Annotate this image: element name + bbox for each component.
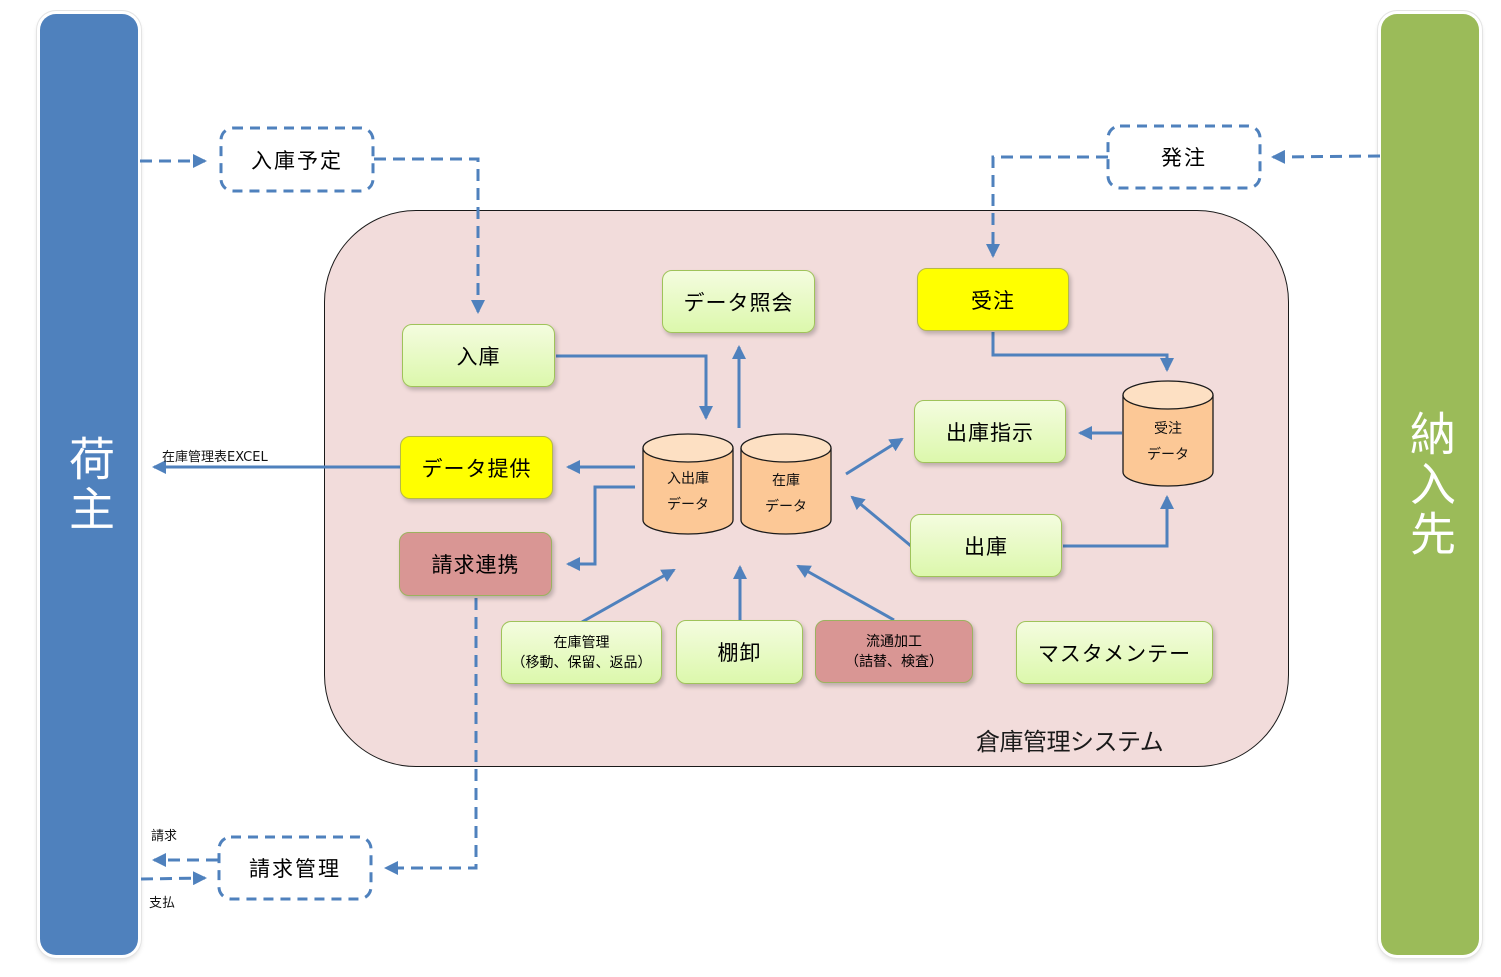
sales-order-label: 受注 bbox=[971, 288, 1015, 313]
shipper-label: 荷主 bbox=[62, 434, 116, 535]
arrow-sales-order-to-order-data bbox=[991, 332, 1174, 372]
stocktaking-node: 棚卸 bbox=[676, 620, 803, 684]
data-inquiry-node: データ照会 bbox=[662, 270, 815, 333]
purchase-order-label: 発注 bbox=[1161, 146, 1207, 170]
arrow-billing-link-to-billing-management bbox=[384, 598, 478, 875]
distribution-processing-label: 流通加工 bbox=[866, 633, 922, 650]
billing-management-box-outline bbox=[217, 835, 373, 901]
inventory-data-label-line1: 在庫 bbox=[772, 473, 800, 489]
receiving-schedule-label: 入庫予定 bbox=[251, 148, 343, 173]
inventory-management-node: 在庫管理 （移動、保留、返品） bbox=[501, 621, 662, 684]
arrow-purchase-order-to-sales-order bbox=[986, 155, 1108, 258]
inventory-management-sublabel: （移動、保留、返品） bbox=[511, 654, 652, 671]
inventory-data-store bbox=[740, 433, 832, 535]
data-provision-node: データ提供 bbox=[400, 436, 553, 499]
order-data-label-line2: データ bbox=[1147, 447, 1189, 463]
data-inquiry-label: データ照会 bbox=[683, 290, 794, 315]
inventory-management-label: 在庫管理 bbox=[553, 634, 610, 651]
receiving-schedule-node: 入庫予定 bbox=[221, 128, 373, 191]
inventory-data-label-line2: データ bbox=[765, 499, 807, 515]
payment-label: 支払 bbox=[149, 896, 176, 911]
excel-export-label: 在庫管理表EXCEL bbox=[162, 450, 268, 465]
distribution-processing-node: 流通加工 （詰替、検査） bbox=[815, 620, 973, 683]
purchase-order-node: 発注 bbox=[1108, 126, 1260, 188]
consignee-lane: 納入先 bbox=[1381, 14, 1479, 955]
in-out-data-label: 入出庫 データ bbox=[643, 466, 733, 518]
stocktaking-label: 棚卸 bbox=[717, 641, 762, 665]
distribution-processing-sublabel: （詰替、検査） bbox=[845, 653, 943, 670]
arrow-inventory-data-to-shipping-instruction bbox=[845, 437, 904, 476]
invoice-label: 請求 bbox=[151, 829, 178, 844]
billing-link-node: 請求連携 bbox=[399, 532, 552, 596]
order-data-label: 受注 データ bbox=[1123, 416, 1213, 468]
arrow-receiving-schedule-to-receiving bbox=[374, 157, 485, 314]
master-maintenance-node: マスタメンテー bbox=[1016, 621, 1213, 684]
billing-link-label: 請求連携 bbox=[431, 553, 520, 577]
purchase-order-box-outline bbox=[1106, 124, 1262, 190]
shipping-instruction-label: 出庫指示 bbox=[946, 420, 1034, 445]
shipping-instruction-node: 出庫指示 bbox=[914, 400, 1066, 463]
master-maintenance-label: マスタメンテー bbox=[1037, 641, 1192, 666]
billing-management-node: 請求管理 bbox=[219, 837, 371, 899]
shipping-node: 出庫 bbox=[910, 514, 1062, 577]
billing-management-label: 請求管理 bbox=[249, 857, 341, 881]
order-data-label-line1: 受注 bbox=[1154, 421, 1182, 437]
order-data-store bbox=[1122, 380, 1214, 487]
receiving-schedule-box-outline bbox=[219, 126, 375, 193]
arrow-shipping-to-inventory-data bbox=[850, 495, 912, 548]
in-out-data-label-line2: データ bbox=[667, 497, 709, 513]
shipper-lane: 荷主 bbox=[40, 14, 138, 955]
in-out-data-label-line1: 入出庫 bbox=[667, 471, 709, 487]
receiving-node: 入庫 bbox=[402, 324, 555, 387]
receiving-label: 入庫 bbox=[456, 344, 501, 369]
arrow-receiving-to-in-out-data bbox=[556, 354, 713, 420]
arrow-consignee-to-purchase-order bbox=[1271, 149, 1381, 164]
shipping-label: 出庫 bbox=[964, 534, 1008, 559]
in-out-data-store bbox=[642, 433, 734, 535]
arrow-shipper-to-billing-management bbox=[140, 871, 207, 886]
arrow-distribution-processing-to-inventory-data bbox=[796, 564, 895, 622]
data-provision-label: データ提供 bbox=[421, 456, 532, 481]
warehouse-system-label: 倉庫管理システム bbox=[976, 728, 1164, 756]
sales-order-node: 受注 bbox=[917, 268, 1069, 331]
inventory-data-label: 在庫 データ bbox=[741, 468, 831, 520]
arrow-in-out-data-to-billing-link bbox=[566, 485, 635, 571]
consignee-label: 納入先 bbox=[1403, 409, 1457, 560]
arrow-shipping-to-order-data bbox=[1063, 495, 1174, 548]
arrow-inventory-management-to-in-out-data bbox=[581, 568, 676, 624]
